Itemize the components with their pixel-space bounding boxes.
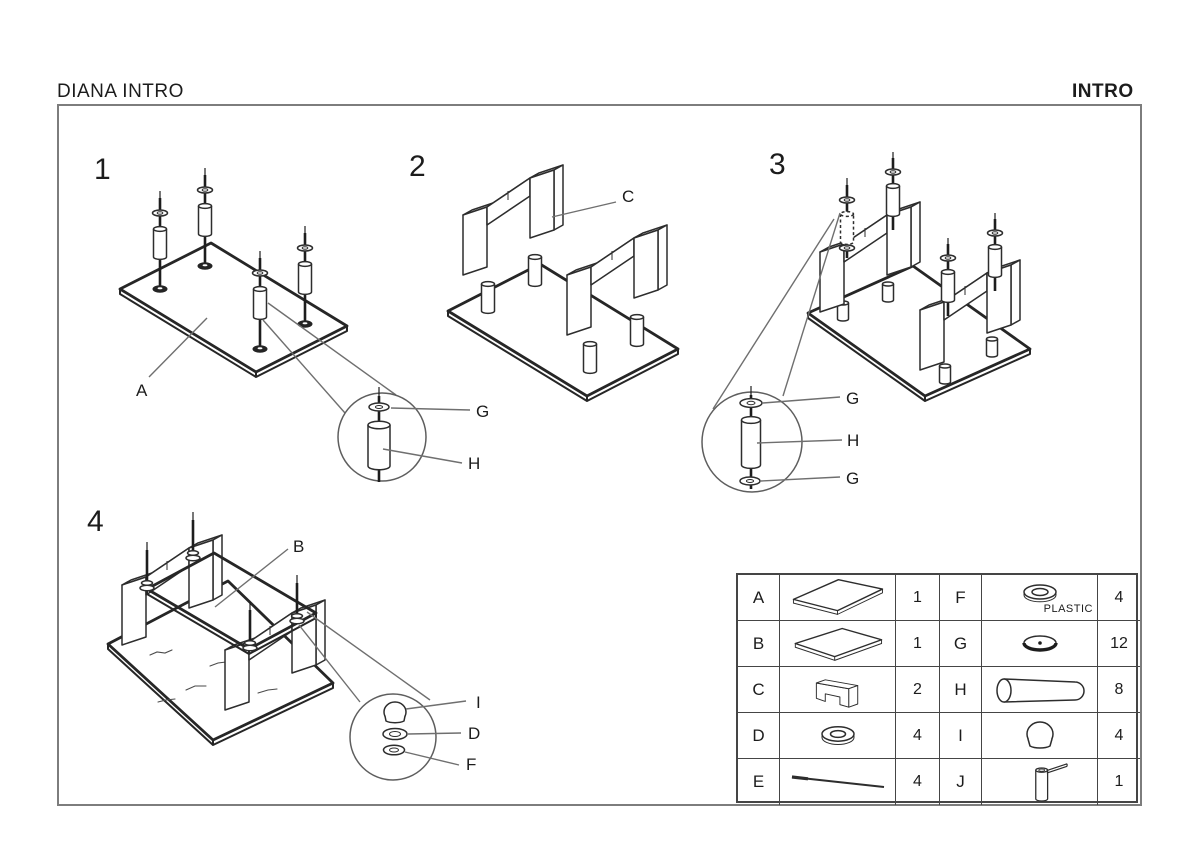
part-qty: 1 xyxy=(913,588,922,606)
part-letter: J xyxy=(956,772,965,791)
metal-ring-washer-icon xyxy=(820,725,855,745)
part-letter: G xyxy=(953,633,968,653)
glass-shelf-panel-icon xyxy=(794,627,883,662)
glass-top-panel-drawing xyxy=(118,241,349,378)
part-letter: I xyxy=(958,725,963,745)
step-3-detail-label-g2: G xyxy=(846,469,860,488)
part-icon-b-cell xyxy=(780,621,896,667)
part-icon-e-cell xyxy=(780,759,896,805)
step-2-number: 2 xyxy=(409,150,426,183)
part-letter: B xyxy=(752,633,765,653)
part-icon-j-cell xyxy=(982,759,1098,805)
step-4-diagram xyxy=(106,510,467,781)
detail-bubble xyxy=(298,611,467,781)
part-letter: F xyxy=(955,587,966,607)
part-qty-b: 1 xyxy=(896,621,940,667)
glass-top-panel-icon xyxy=(792,578,884,616)
threaded-rod-icon xyxy=(789,775,886,789)
step-4-detail-label-i: I xyxy=(476,693,481,712)
detail-bubble xyxy=(262,302,471,482)
glass-top-panel-drawing xyxy=(446,262,680,402)
u-frame-leg-icon xyxy=(815,678,858,708)
part-letter-c: C xyxy=(738,667,780,713)
part-letter: E xyxy=(752,772,765,791)
model-name: INTRO xyxy=(1072,81,1134,102)
part-qty: 4 xyxy=(1114,588,1124,606)
part-qty-e: 4 xyxy=(896,759,940,805)
detail-bubble xyxy=(701,212,843,493)
rod-spacer-assemblies xyxy=(838,152,1003,316)
part-qty: 4 xyxy=(913,726,922,744)
part-letter-d: D xyxy=(738,713,780,759)
part-qty-c: 2 xyxy=(896,667,940,713)
part-icon-h-cell xyxy=(982,667,1098,713)
part-qty-j: 1 xyxy=(1098,759,1140,805)
part-icon-i-cell xyxy=(982,713,1098,759)
part-letter-g: G xyxy=(940,621,982,667)
part-letter-e: E xyxy=(738,759,780,805)
part-icon-d-cell xyxy=(780,713,896,759)
part-qty: 1 xyxy=(913,634,922,652)
part-qty: 12 xyxy=(1110,634,1128,652)
label-b-leader xyxy=(214,548,289,608)
part-letter: H xyxy=(954,679,967,699)
step-1-detail-label-h: H xyxy=(468,454,481,473)
step-3-detail-label-h: H xyxy=(847,431,860,450)
step-4-detail-label-f: F xyxy=(466,755,477,774)
step-4-part-label: B xyxy=(293,537,305,556)
part-qty: 8 xyxy=(1114,680,1124,698)
part-qty: 4 xyxy=(913,773,922,790)
drawing-border xyxy=(57,104,1142,806)
part-icon-g-cell xyxy=(982,621,1098,667)
step-3-detail-label-g1: G xyxy=(846,389,860,408)
plastic-washer-icon xyxy=(1022,583,1057,603)
part-letter-b: B xyxy=(738,621,780,667)
step-3-number: 3 xyxy=(769,148,786,181)
part-qty: 1 xyxy=(1114,773,1124,790)
part-icon-a-cell xyxy=(780,575,896,621)
step-2-part-label: C xyxy=(622,187,635,206)
parts-list-table: A 1 F PLASTIC 4 B 1 G 12 C 2 H 8 D 4 I 4… xyxy=(736,573,1140,805)
step-1-number: 1 xyxy=(94,153,111,186)
page-title: DIANA INTRO xyxy=(57,81,184,102)
part-qty: 2 xyxy=(913,680,922,698)
step-1-detail-label-g: G xyxy=(476,402,490,421)
part-letter: A xyxy=(752,587,765,607)
step-4-number: 4 xyxy=(87,505,104,538)
part-letter-h: H xyxy=(940,667,982,713)
part-letter: C xyxy=(752,679,765,699)
glass-top-panel-drawing xyxy=(106,579,335,746)
part-icon-f-cell: PLASTIC xyxy=(982,575,1098,621)
part-qty-d: 4 xyxy=(896,713,940,759)
step-1-part-label: A xyxy=(136,381,148,400)
part-letter-f: F xyxy=(940,575,982,621)
step-4-detail-label-d: D xyxy=(468,724,481,743)
cap-nut-icon xyxy=(1025,720,1054,749)
part-qty-i: 4 xyxy=(1098,713,1140,759)
part-qty-h: 8 xyxy=(1098,667,1140,713)
flat-disc-washer-icon xyxy=(1021,633,1058,652)
plastic-note: PLASTIC xyxy=(1043,602,1093,615)
part-qty: 4 xyxy=(1114,726,1124,744)
label-a-leader xyxy=(148,317,208,378)
step-1-diagram xyxy=(118,140,471,482)
step-3-diagram xyxy=(701,140,1032,493)
part-letter-a: A xyxy=(738,575,780,621)
part-letter: D xyxy=(752,725,765,745)
part-letter-j: J xyxy=(940,759,982,805)
part-qty-f: 4 xyxy=(1098,575,1140,621)
part-qty-g: 12 xyxy=(1098,621,1140,667)
part-qty-a: 1 xyxy=(896,575,940,621)
part-letter-i: I xyxy=(940,713,982,759)
spacer-tube-icon xyxy=(995,677,1085,703)
label-c-leader xyxy=(551,201,617,218)
step-2-diagram xyxy=(446,164,680,402)
part-icon-c-cell xyxy=(780,667,896,713)
assembly-tool-icon xyxy=(1034,763,1068,802)
